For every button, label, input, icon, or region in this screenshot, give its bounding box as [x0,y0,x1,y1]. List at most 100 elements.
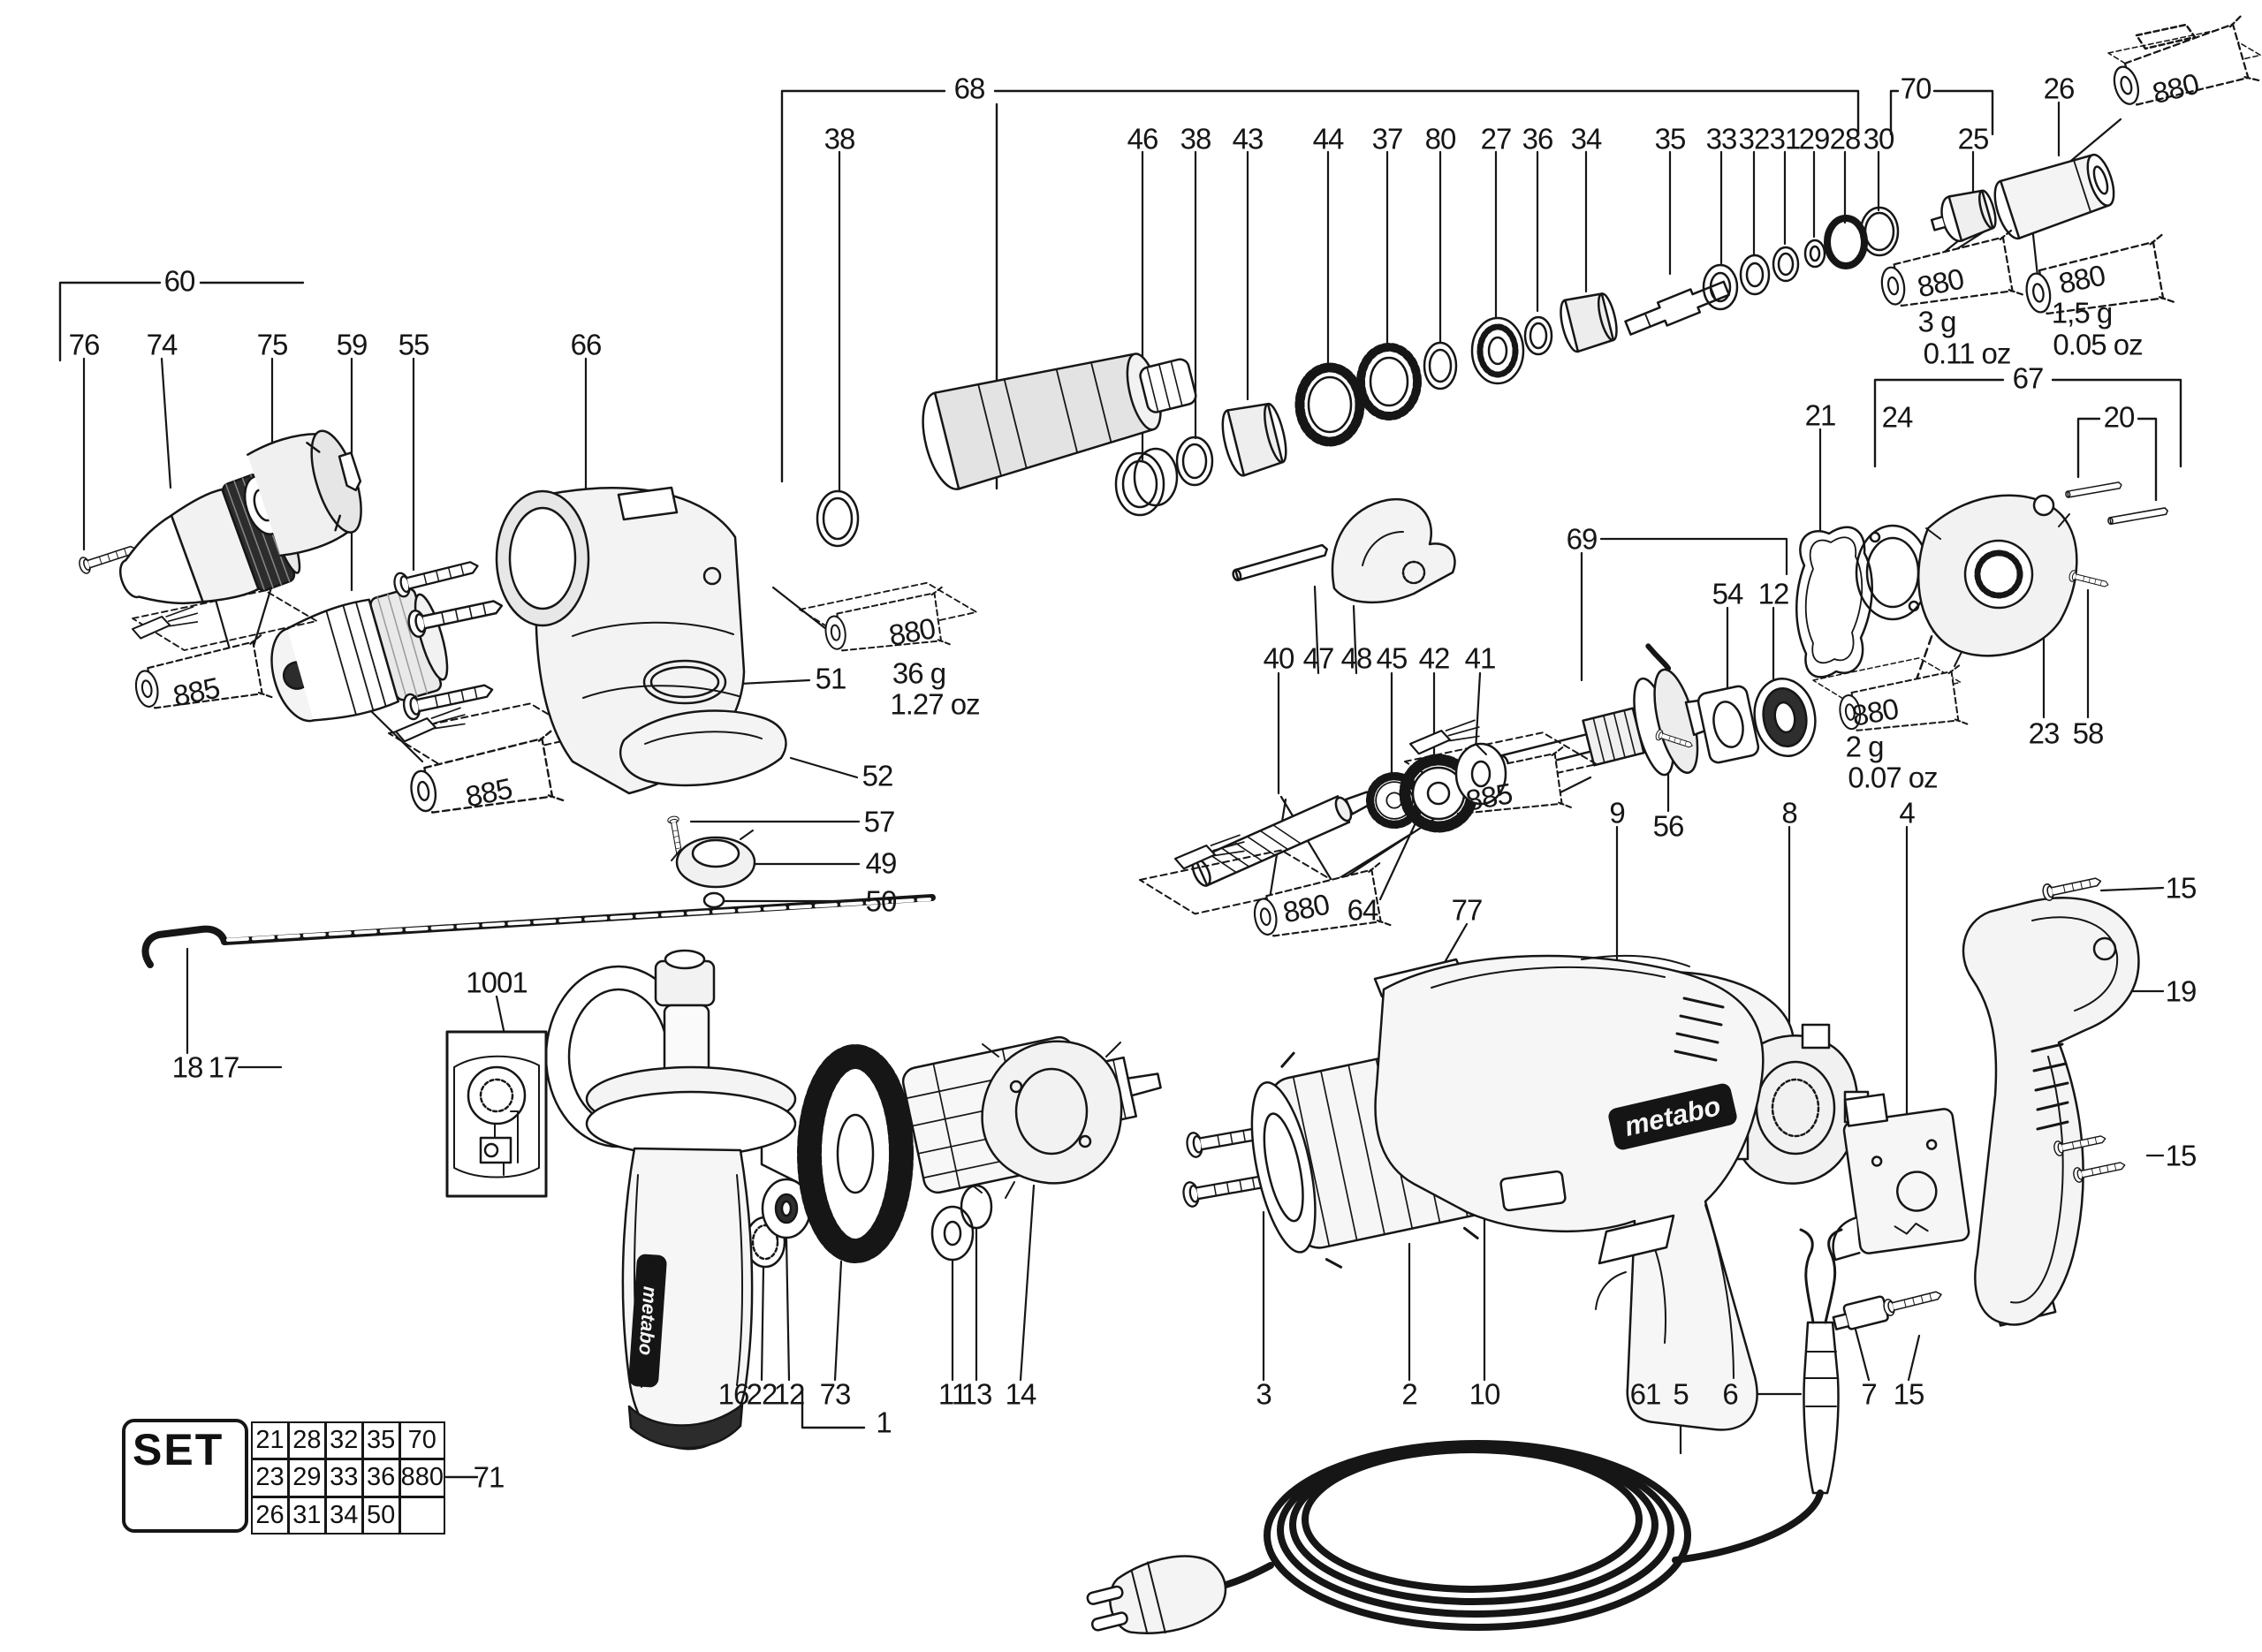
part-callout-48: 48 [1340,641,1373,675]
group-brackets [58,89,2182,1479]
part-callout-42: 42 [1418,641,1451,675]
part-callout-0.11 oz: 0.11 oz [1923,337,2012,370]
ring-36-drawing [1523,315,1553,356]
set-table-cell: 880 [399,1459,445,1497]
oring-38b-drawing [1175,436,1214,487]
part-callout-33: 33 [1705,122,1738,155]
screw-15c-drawing [1881,1285,1944,1318]
part-callout-12: 12 [1757,577,1790,610]
part-callout-58: 58 [2072,716,2105,750]
part-callout-38: 38 [1180,122,1212,155]
part-callout-68: 68 [953,72,986,105]
part-callout-18: 18 [171,1050,204,1084]
part-callout-1.27 oz: 1.27 oz [890,687,980,721]
part-callout-26: 26 [2043,72,2076,105]
set-table-cell: 35 [361,1421,400,1460]
gear-ring-37-drawing [1356,343,1422,421]
part-callout-77: 77 [1451,893,1484,927]
ring-13-drawing [960,1184,993,1230]
bearing-flange-67-drawing [1917,494,2078,667]
set-table-cell: 21 [251,1421,289,1460]
part-callout-0.05 oz: 0.05 oz [2053,328,2143,361]
part-callout-6: 6 [1722,1377,1738,1411]
part-callout-46: 46 [1127,122,1159,155]
part-callout-19: 19 [2165,974,2197,1008]
set-badge-text: SET [133,1425,224,1474]
cylinder-34-drawing [1560,292,1618,353]
part-callout-38: 38 [824,122,856,155]
cover-52-drawing [619,709,787,787]
washer-33-drawing [1702,263,1739,311]
part-callout-2 g: 2 g [1845,730,1885,763]
cylinder-26-drawing [1993,153,2115,240]
set-table-cell: 33 [324,1459,363,1497]
nut-50-drawing [702,891,725,909]
seal-54-drawing [1696,685,1760,764]
part-callout-60: 60 [163,264,196,298]
part-callout-70: 70 [1900,72,1932,105]
set-table-cell: 26 [251,1496,289,1535]
part-callout-51: 51 [815,662,847,695]
part-callout-15: 15 [1893,1377,1925,1411]
part-callout-10: 10 [1469,1377,1501,1411]
set-table-cell: 36 [361,1459,400,1497]
part-callout-37: 37 [1371,122,1404,155]
ring-31-drawing [1772,246,1800,283]
part-callout-76: 76 [68,328,101,361]
cap-25-drawing [1930,189,1997,243]
hammer-tube-68-drawing [922,352,1197,490]
power-cable-5-drawing [1200,1440,1824,1631]
inset-1001-drawing [445,1030,548,1198]
part-callout-44: 44 [1312,122,1345,155]
ring-28-drawing [1824,215,1868,269]
part-callout-50: 50 [865,884,898,918]
washer-11-drawing [930,1205,975,1262]
part-callout-35: 35 [1654,122,1687,155]
washer-41-drawing [1454,742,1507,806]
part-callout-1,5 g: 1,5 g [2051,296,2113,330]
oring-51-drawing [642,659,727,705]
part-callout-30: 30 [1863,122,1895,155]
part-callout-43: 43 [1232,122,1264,155]
part-callout-880: 880 [886,611,937,652]
set-table-cell: 70 [399,1421,445,1460]
part-callout-27: 27 [1480,122,1513,155]
part-callout-21: 21 [1804,398,1837,432]
part-callout-9: 9 [1609,796,1625,830]
part-callout-56: 56 [1652,809,1685,843]
part-callout-7: 7 [1861,1377,1877,1411]
shaft-40-drawing [1191,791,1374,887]
set-table-cell: 31 [287,1496,326,1535]
rings-46-drawing [1114,447,1179,517]
motor-housing-10-drawing [1374,954,1765,1431]
pins-20-drawing [2064,481,2169,526]
pellet-23-drawing [2032,494,2055,517]
depth-rod-18-drawing [141,894,936,968]
part-callout-28: 28 [1829,122,1862,155]
part-callout-11: 11 [937,1377,968,1411]
oring-80-drawing [1423,341,1458,390]
part-callout-36 g: 36 g [892,656,946,690]
part-callout-23: 23 [2028,716,2061,750]
part-callout-31: 31 [1769,122,1802,155]
keyless-chuck-74-drawing [118,474,301,605]
handle-19-drawing [1962,897,2140,1326]
plug-drawing [1086,1555,1227,1634]
cord-guard-6-drawing [1799,1228,1843,1495]
cable-clamp-7-drawing [1832,1295,1889,1330]
part-callout-41: 41 [1464,641,1497,675]
part-callout-24: 24 [1881,400,1914,434]
part-callout-45: 45 [1376,641,1408,675]
oring-30-drawing [1859,206,1900,257]
part-callout-73: 73 [819,1377,852,1411]
part-callout-49: 49 [865,846,898,880]
part-callout-3: 3 [1256,1377,1271,1411]
set-table-cell: 28 [287,1421,326,1460]
part-callout-36: 36 [1522,122,1554,155]
part-callout-13: 13 [960,1377,993,1411]
set-table-cell: 23 [251,1459,289,1497]
set-table-cell: 50 [361,1496,400,1535]
grease-880-corner-drawing [2105,13,2262,121]
